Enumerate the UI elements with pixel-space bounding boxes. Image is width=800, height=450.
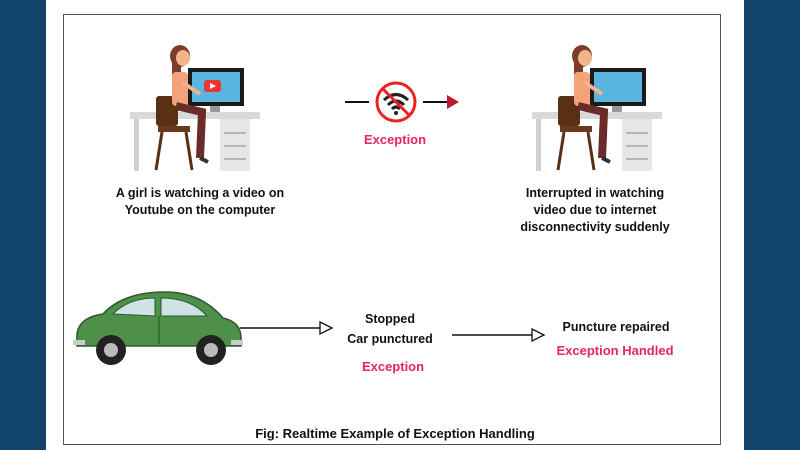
stopped-to-repaired-arrow: [452, 327, 546, 343]
car-stopped-caption: Stopped Car punctured: [330, 311, 450, 348]
scene1-caption-line1: A girl is watching a video on: [115, 186, 285, 200]
exception-label-top: Exception: [363, 132, 427, 147]
no-wifi-icon: [375, 81, 417, 123]
scene2-caption-line3: disconnectivity suddenly: [520, 220, 670, 234]
puncture-repaired-label: Puncture repaired: [562, 320, 670, 334]
exception-label-bottom: Exception: [361, 359, 425, 374]
scene2-caption-line1: Interrupted in watching: [525, 186, 665, 200]
scene1-caption: A girl is watching a video on Youtube on…: [95, 185, 305, 219]
car-to-stopped-arrow: [240, 320, 334, 336]
stopped-line2: Car punctured: [347, 332, 433, 346]
diagram-frame: [63, 14, 721, 445]
figure-caption: Fig: Realtime Example of Exception Handl…: [255, 426, 535, 441]
girl-interrupted-illustration: [532, 45, 662, 171]
scene2-caption: Interrupted in watching video due to int…: [500, 185, 690, 236]
scene1-caption-line2: Youtube on the computer: [124, 203, 276, 217]
car-illustration: [73, 291, 243, 365]
stopped-line1: Stopped: [365, 312, 415, 326]
exception-transition-arrow: [345, 95, 459, 109]
exception-handled-label: Exception Handled: [556, 343, 674, 358]
scene2-caption-line2: video due to internet: [533, 203, 657, 217]
girl-watching-video-illustration: [130, 45, 260, 171]
